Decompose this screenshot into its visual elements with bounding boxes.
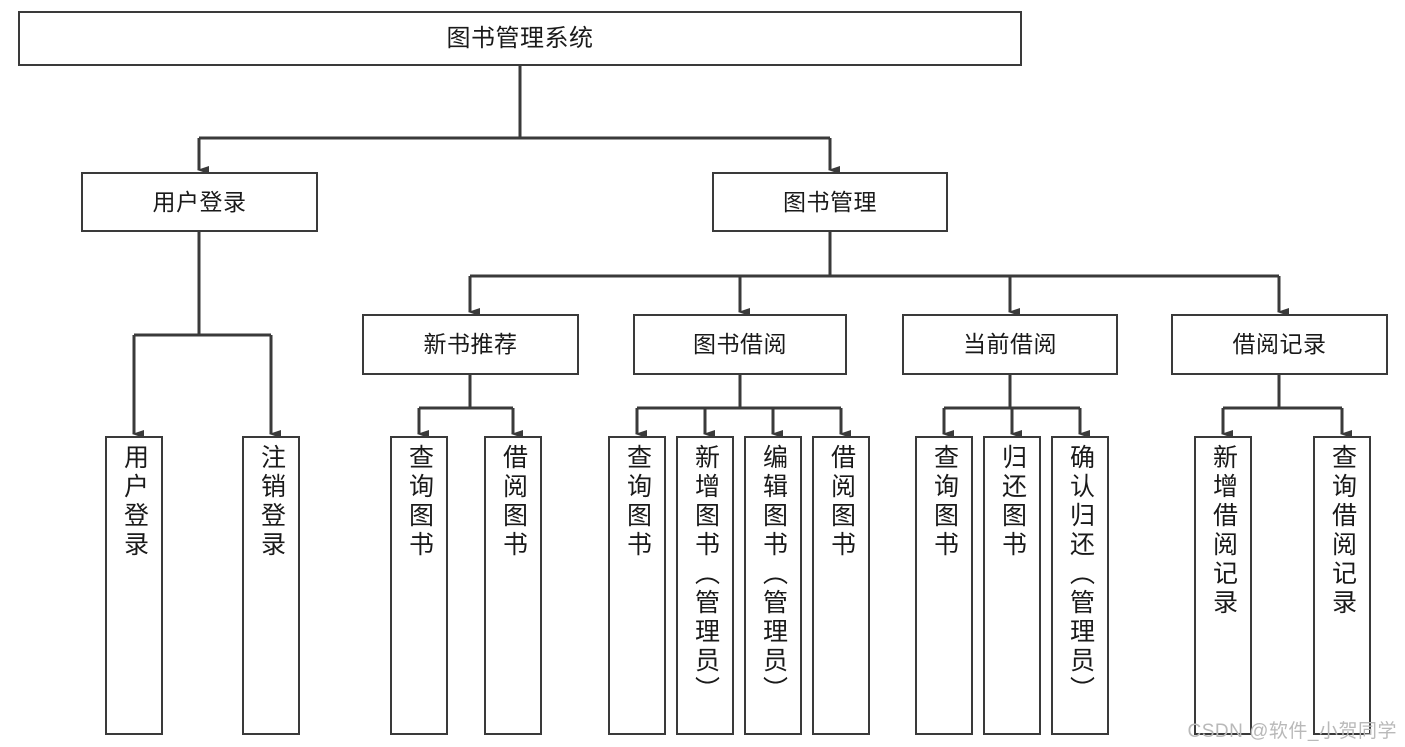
node-label: 借阅记录 — [1232, 331, 1327, 358]
node-label: 查询图书 — [405, 444, 434, 560]
node-label: 借阅图书 — [827, 444, 856, 560]
node-label: 归还图书 — [998, 444, 1027, 560]
node-label: 查询图书 — [930, 444, 959, 560]
node-label: 用户登录 — [120, 444, 149, 560]
node-label: 图书管理系统 — [446, 24, 594, 52]
node-level2-1[interactable]: 图书借阅 — [633, 314, 847, 375]
node-leaf-5[interactable]: 新增图书（管理员） — [676, 436, 734, 735]
node-leaf-1[interactable]: 注销登录 — [242, 436, 300, 735]
node-level1-1[interactable]: 图书管理 — [712, 172, 948, 232]
node-leaf-4[interactable]: 查询图书 — [608, 436, 666, 735]
node-leaf-10[interactable]: 确认归还（管理员） — [1051, 436, 1109, 735]
node-leaf-12[interactable]: 查询借阅记录 — [1313, 436, 1371, 735]
node-leaf-6[interactable]: 编辑图书（管理员） — [744, 436, 802, 735]
node-leaf-11[interactable]: 新增借阅记录 — [1194, 436, 1252, 735]
node-label: 新增借阅记录 — [1209, 444, 1238, 618]
node-level2-2[interactable]: 当前借阅 — [902, 314, 1118, 375]
node-leaf-9[interactable]: 归还图书 — [983, 436, 1041, 735]
node-label: 注销登录 — [257, 444, 286, 560]
node-label: 图书管理 — [783, 188, 877, 215]
node-label: 新书推荐 — [423, 331, 518, 358]
node-level2-0[interactable]: 新书推荐 — [362, 314, 579, 375]
node-label: 当前借阅 — [963, 331, 1057, 358]
node-leaf-0[interactable]: 用户登录 — [105, 436, 163, 735]
node-leaf-2[interactable]: 查询图书 — [390, 436, 448, 735]
watermark: CSDN @软件_小贺同学 — [1187, 721, 1397, 742]
node-label: 查询图书 — [623, 444, 652, 560]
node-label: 确认归还（管理员） — [1066, 444, 1095, 705]
connector-paths — [132, 66, 1352, 438]
node-leaf-3[interactable]: 借阅图书 — [484, 436, 542, 735]
node-root[interactable]: 图书管理系统 — [18, 11, 1022, 66]
node-label: 查询借阅记录 — [1328, 444, 1357, 618]
node-leaf-8[interactable]: 查询图书 — [915, 436, 973, 735]
node-label: 图书借阅 — [693, 331, 787, 358]
node-level1-0[interactable]: 用户登录 — [81, 172, 318, 232]
node-label: 用户登录 — [152, 188, 247, 215]
node-level2-3[interactable]: 借阅记录 — [1171, 314, 1388, 375]
node-label: 新增图书（管理员） — [691, 444, 720, 705]
node-leaf-7[interactable]: 借阅图书 — [812, 436, 870, 735]
node-label: 借阅图书 — [499, 444, 528, 560]
node-label: 编辑图书（管理员） — [759, 444, 788, 705]
